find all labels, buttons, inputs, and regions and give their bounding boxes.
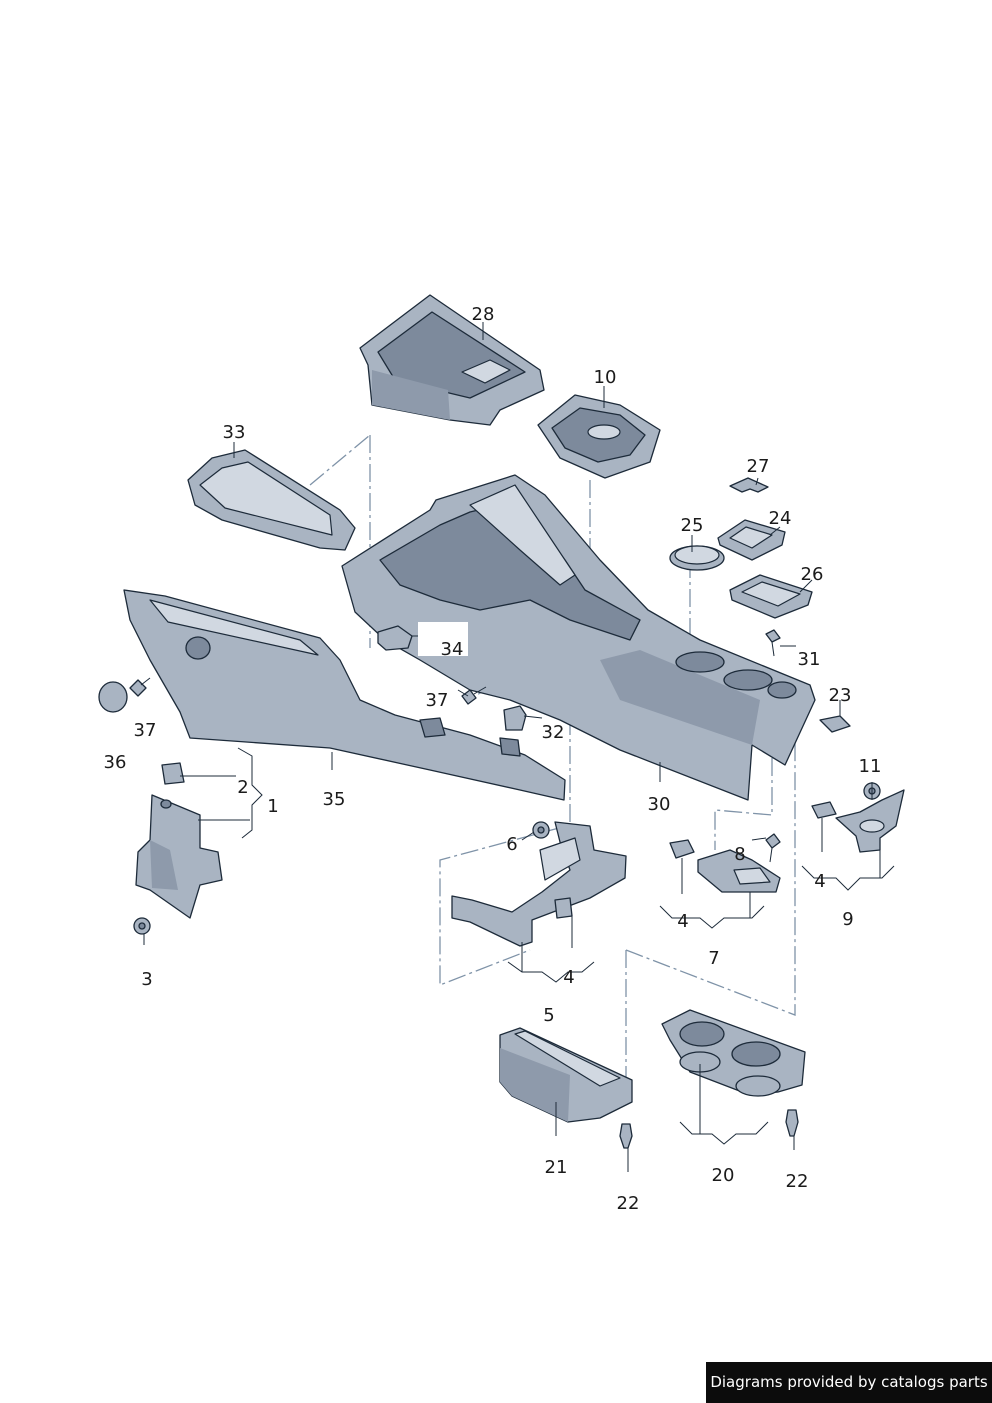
part-25-round-mat <box>669 545 725 571</box>
callout-32: 32 <box>542 722 565 743</box>
part-30-center-console <box>341 474 816 801</box>
part-4-clip-nut-group7 <box>669 839 695 859</box>
part-24-mat-frame <box>717 519 786 561</box>
callout-35: 35 <box>323 789 346 810</box>
part-1-bracket <box>135 794 223 919</box>
part-8-screw <box>765 833 781 863</box>
callout-4-group5: 4 <box>563 967 574 988</box>
callout-34: 34 <box>441 639 464 660</box>
callout-1: 1 <box>267 796 278 817</box>
callout-24: 24 <box>769 508 792 529</box>
part-6-nut <box>532 821 550 839</box>
part-10-shift-boot-frame <box>537 394 661 479</box>
part-7-support-bracket <box>697 849 781 893</box>
callout-20: 20 <box>712 1165 735 1186</box>
callout-9: 9 <box>842 909 853 930</box>
footer-banner: Diagrams provided by catalogs parts <box>706 1362 992 1403</box>
part-2-clip-nut <box>161 762 185 785</box>
part-37-screw-center <box>461 686 487 705</box>
callout-4-group9: 4 <box>814 871 825 892</box>
part-5-lower-bracket <box>451 821 627 947</box>
part-31-screw <box>765 629 781 657</box>
part-34-clip <box>377 625 413 651</box>
part-21-storage-box <box>499 1027 633 1123</box>
callout-2: 2 <box>237 777 248 798</box>
callout-25: 25 <box>681 515 704 536</box>
callout-27: 27 <box>747 456 770 477</box>
callout-3: 3 <box>141 969 152 990</box>
callout-23: 23 <box>829 685 852 706</box>
part-22-screw-left <box>619 1123 633 1149</box>
part-4-clip-nut-group9 <box>811 801 837 819</box>
part-26-rubber-mat <box>729 574 813 619</box>
part-22-screw-right <box>785 1109 799 1137</box>
callout-36: 36 <box>104 752 127 773</box>
callout-5: 5 <box>543 1005 554 1026</box>
callout-37-left: 37 <box>134 720 157 741</box>
part-37-screw-left <box>129 677 151 697</box>
callout-26: 26 <box>801 564 824 585</box>
part-3-nut <box>133 917 151 935</box>
callout-33: 33 <box>223 422 246 443</box>
callout-labels: 28 10 33 27 24 25 26 31 23 34 37 32 37 3… <box>104 304 882 1214</box>
callout-22-left: 22 <box>617 1193 640 1214</box>
callout-31: 31 <box>798 649 821 670</box>
callout-7: 7 <box>708 948 719 969</box>
callout-6: 6 <box>506 834 517 855</box>
callout-28: 28 <box>472 304 495 325</box>
part-32-clip <box>503 705 527 731</box>
callout-11: 11 <box>859 756 882 777</box>
part-9-mount-bracket <box>835 789 905 853</box>
callout-22-right: 22 <box>786 1171 809 1192</box>
callout-8: 8 <box>734 844 745 865</box>
part-23-clip <box>819 715 851 733</box>
part-27-clip <box>729 477 769 493</box>
part-33-side-trim-cover <box>187 449 356 551</box>
part-35-side-panel <box>123 589 566 801</box>
part-28-upper-storage-tray <box>359 294 545 426</box>
callout-10: 10 <box>594 367 617 388</box>
part-20-cupholder <box>661 1009 806 1097</box>
callout-30: 30 <box>648 794 671 815</box>
callout-37-center: 37 <box>426 690 449 711</box>
callout-21: 21 <box>545 1157 568 1178</box>
part-36-cap <box>98 681 128 713</box>
callout-4-group7: 4 <box>677 911 688 932</box>
